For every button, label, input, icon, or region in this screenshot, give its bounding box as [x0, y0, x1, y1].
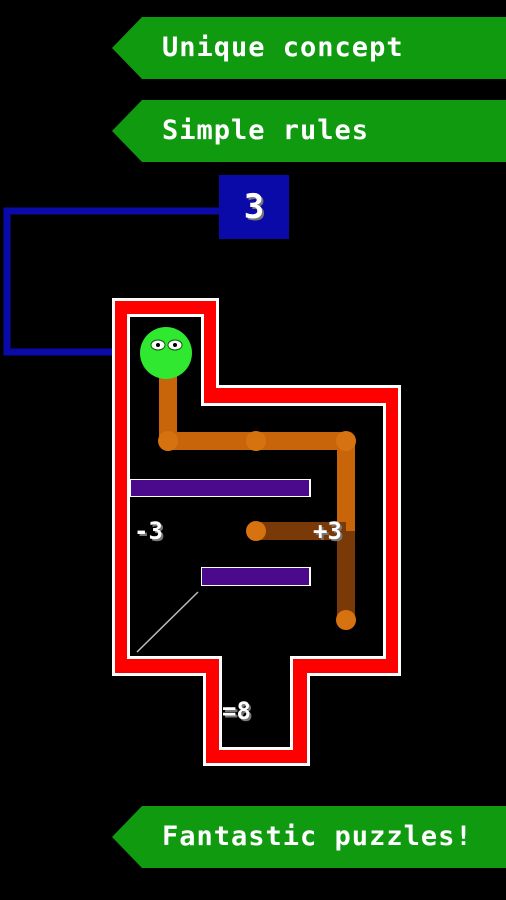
banner-arrow-shape	[112, 17, 506, 79]
banner-label: Simple rules	[162, 115, 370, 146]
banner-label: Unique concept	[162, 32, 404, 63]
path-node[interactable]	[158, 431, 178, 451]
blue-wire	[3, 207, 219, 356]
counter-box: 3	[219, 175, 289, 239]
banner-arrow-shape	[112, 100, 506, 162]
path-node[interactable]	[246, 431, 266, 451]
banner-simple-rules: Simple rules	[112, 100, 506, 162]
banner-arrow-shape	[112, 806, 506, 868]
path-node[interactable]	[336, 431, 356, 451]
path-node[interactable]	[246, 521, 266, 541]
banner-label: Fantastic puzzles!	[162, 821, 473, 852]
banner-fantastic-puzzles: Fantastic puzzles!	[112, 806, 506, 868]
player-ball[interactable]	[140, 327, 192, 379]
plus-label: +3	[313, 517, 342, 545]
banner-unique-concept: Unique concept	[112, 17, 506, 79]
path-node[interactable]	[336, 610, 356, 630]
barrier-upper-fill	[131, 480, 309, 496]
barrier-lower-fill	[202, 568, 309, 585]
target-label: =8	[222, 697, 251, 725]
counter-value: 3	[243, 187, 265, 227]
diagonal-line	[136, 591, 199, 653]
minus-label: -3	[134, 517, 163, 545]
